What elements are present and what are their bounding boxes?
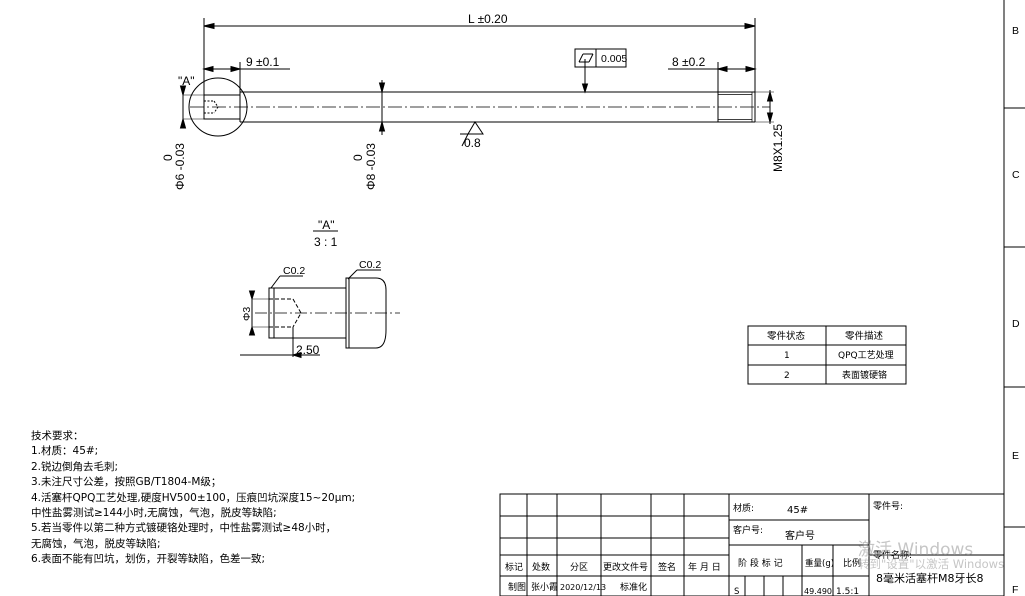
zone-b: B xyxy=(1012,25,1019,37)
dim-thread: M8X1.25 xyxy=(771,124,785,172)
note-line-6: 5.若当零件以第二种方式镀硬铬处理时，中性盐雾测试≥48小时， xyxy=(31,522,337,535)
customer-no-value: 客户号 xyxy=(785,529,815,542)
dim-dia8: Φ8 -0.03 xyxy=(364,143,378,190)
tb-standardize-label: 标准化 xyxy=(620,581,647,593)
tb-drawn-date: 2020/12/13 xyxy=(560,583,606,592)
roughness-value: 0.8 xyxy=(464,136,481,150)
chamfer-right: C0.2 xyxy=(359,259,381,271)
material-label: 材质: xyxy=(733,502,754,514)
detail-circle-a xyxy=(188,77,248,137)
tb-drawn-label: 制图 xyxy=(508,581,526,593)
state-row-2: 2 xyxy=(784,371,790,381)
zone-e: E xyxy=(1012,450,1019,462)
detail-title: "A" xyxy=(318,218,335,232)
tb-header-count: 处数 xyxy=(532,561,550,573)
customer-no-label: 客户号: xyxy=(733,524,763,536)
tb-scale-label: 比例 xyxy=(843,557,861,569)
note-line-2: 2.锐边倒角去毛刺; xyxy=(31,460,119,473)
zone-d: D xyxy=(1012,318,1020,330)
detail-scale: 3 : 1 xyxy=(314,235,338,249)
straightness-value: 0.005 xyxy=(601,53,627,65)
tb-drawn-by: 张小霞 xyxy=(531,582,558,593)
note-line-4: 4.活塞杆QPQ工艺处理,硬度HV500±100，压痕凹坑深度15~20μm; xyxy=(31,491,356,504)
zone-c: C xyxy=(1012,169,1020,181)
material-value: 45# xyxy=(787,505,808,516)
desc-row-2: 表面镀硬铬 xyxy=(842,369,887,381)
desc-row-1: QPQ工艺处理 xyxy=(838,349,894,361)
tb-header-zone: 分区 xyxy=(570,562,588,573)
chamfer-left: C0.2 xyxy=(283,265,305,277)
zone-f: F xyxy=(1012,584,1018,596)
tb-stage-label: 阶 段 标 记 xyxy=(738,557,783,569)
hole-diameter: Φ3 xyxy=(241,307,253,321)
technical-requirements: 技术要求： 1.材质：45#; 2.锐边倒角去毛刺; 3.未注尺寸公差，按照GB… xyxy=(31,429,501,568)
dim-overall-length: L ±0.20 xyxy=(468,12,508,26)
desc-header: 零件描述 xyxy=(845,330,884,342)
dim-thread-length: 8 ±0.2 xyxy=(672,55,706,69)
tb-header-change-doc: 更改文件号 xyxy=(603,561,648,573)
tb-stage-value: S xyxy=(734,587,739,596)
dim-dia6-upper: 0 xyxy=(161,154,175,161)
dim-dia8-upper: 0 xyxy=(351,154,365,161)
tb-header-mark: 标记 xyxy=(505,561,523,573)
state-header: 零件状态 xyxy=(767,330,806,342)
part-name-value: 8毫米活塞杆M8牙长8 xyxy=(876,571,984,585)
tb-scale-value: 1.5:1 xyxy=(836,587,859,596)
state-row-1: 1 xyxy=(784,351,790,361)
hole-depth: 2.50 xyxy=(296,343,320,357)
tb-weight-value: 49.490 xyxy=(804,587,832,596)
dim-dia6: Φ6 -0.03 xyxy=(173,143,187,190)
dim-left-step: 9 ±0.1 xyxy=(246,55,280,69)
note-line-7: 无腐蚀，气泡，脱皮等缺陷; xyxy=(31,537,161,550)
part-name-label: 零件名称: xyxy=(873,549,912,561)
tb-weight-label: 重量(g) xyxy=(805,558,834,569)
note-line-1: 1.材质：45#; xyxy=(31,445,99,458)
note-line-5: 中性盐雾测试≥144小时,无腐蚀，气泡，脱皮等缺陷; xyxy=(31,507,277,520)
notes-title: 技术要求： xyxy=(31,430,84,442)
part-no-label: 零件号: xyxy=(873,500,903,512)
detail-callout-label: "A" xyxy=(178,74,195,88)
roughness-symbol xyxy=(460,121,484,147)
tb-header-sign: 签名 xyxy=(658,561,676,573)
tb-header-date: 年 月 日 xyxy=(688,561,721,573)
note-line-3: 3.未注尺寸公差，按照GB/T1804-M级； xyxy=(31,476,222,489)
note-line-8: 6.表面不能有凹坑，划伤，开裂等缺陷，色差一致; xyxy=(31,553,266,566)
